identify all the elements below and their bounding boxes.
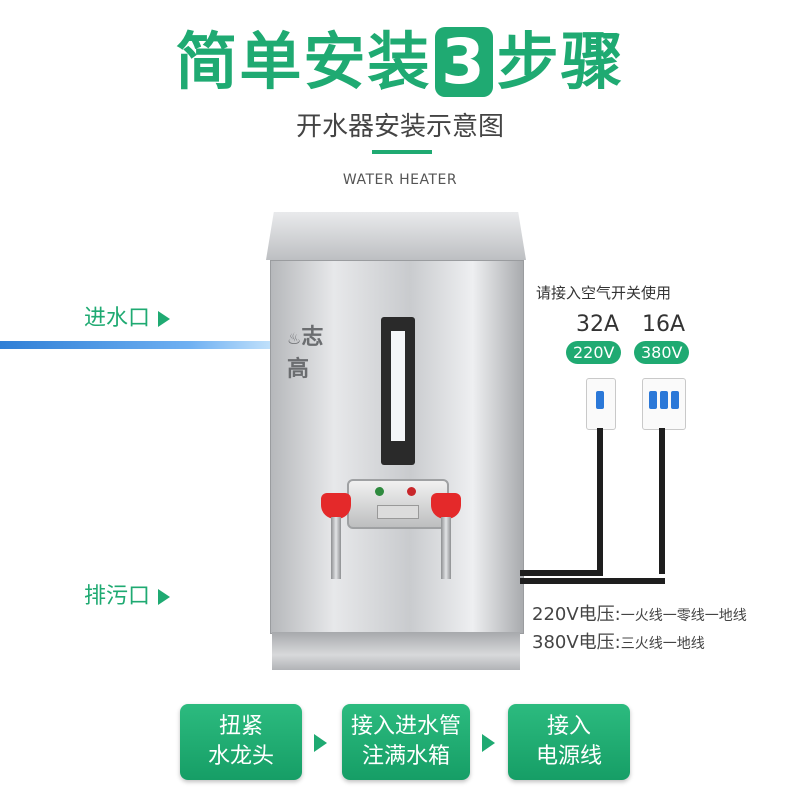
flame-icon: ♨: [287, 329, 302, 348]
green-indicator-icon: [375, 487, 384, 496]
step-line1: 接入: [546, 714, 591, 739]
tap-spout: [441, 517, 451, 579]
tap-handle-icon: [431, 493, 461, 519]
voltage-spec-label: 380V电压:: [532, 632, 621, 653]
page-subtitle: 开水器安装示意图: [295, 112, 504, 142]
voltage-spec-label: 220V电压:: [532, 604, 621, 625]
breaker-switch-icon: [596, 391, 604, 409]
breaker-switch-icon: [660, 391, 668, 409]
step-2-card: 接入进水管 注满水箱: [342, 704, 470, 780]
power-cord-380v-horizontal: [520, 578, 665, 584]
step-line2: 电源线: [535, 744, 602, 769]
left-tap: [321, 493, 351, 583]
red-indicator-icon: [407, 487, 416, 496]
water-heater-image: ♨志高: [266, 212, 526, 670]
step-3-card: 接入 电源线: [508, 704, 630, 780]
power-cord-380v: [659, 428, 665, 574]
voltage-spec-detail: 一火线一零线一地线: [620, 608, 747, 624]
inlet-pipe: [0, 341, 270, 349]
drain-label-text: 排污口: [84, 584, 151, 609]
drain-label: 排污口: [84, 578, 171, 610]
step-arrow-icon: [314, 734, 327, 752]
step-arrow-icon: [482, 734, 495, 752]
breaker-amperage-2: 16A: [642, 312, 686, 337]
inlet-label: 进水口: [84, 300, 171, 332]
title-text-part2: 步骤: [496, 25, 625, 98]
step-line1: 接入进水管: [350, 714, 461, 739]
step-1-card: 扭紧 水龙头: [180, 704, 302, 780]
heater-lid: [266, 212, 526, 260]
voltage-spec-detail: 三火线一地线: [620, 636, 705, 652]
arrow-right-icon: [158, 311, 171, 327]
voltage-spec-220v: 220V电压:一火线一零线一地线: [532, 600, 747, 626]
breaker-voltage-badge-2: 380V: [634, 341, 690, 364]
title-text-part1: 简单安装: [175, 25, 432, 98]
heater-base: [272, 632, 520, 670]
power-cord-220v: [597, 428, 603, 574]
brand-logo: ♨志高: [287, 319, 343, 382]
breaker-amperage-1: 32A: [576, 312, 620, 337]
heater-body: ♨志高: [270, 260, 524, 634]
english-label: WATER HEATER: [342, 172, 458, 188]
tap-handle-icon: [321, 493, 351, 519]
breaker-switch-icon: [649, 391, 657, 409]
control-switch: [377, 505, 419, 519]
right-tap: [431, 493, 461, 583]
power-cord-220v-horizontal: [520, 570, 603, 576]
air-breaker-3pole: [642, 378, 686, 430]
inlet-label-text: 进水口: [84, 306, 151, 331]
breaker-instruction: 请接入空气开关使用: [536, 284, 672, 302]
brand-logo-text: 志高: [287, 325, 324, 382]
tap-spout: [331, 517, 341, 579]
title-divider: [372, 150, 432, 154]
breaker-switch-icon: [671, 391, 679, 409]
step-line2: 注满水箱: [361, 744, 450, 769]
step-line2: 水龙头: [207, 744, 274, 769]
breaker-voltage-badge-1: 220V: [566, 341, 622, 364]
air-breaker-2pole: [586, 378, 616, 430]
voltage-spec-380v: 380V电压:三火线一地线: [532, 628, 705, 654]
title-step-count: 3: [435, 27, 493, 97]
step-line1: 扭紧: [218, 714, 263, 739]
arrow-right-icon: [158, 589, 171, 605]
water-level-gauge: [381, 317, 415, 465]
gauge-glass: [391, 331, 405, 441]
